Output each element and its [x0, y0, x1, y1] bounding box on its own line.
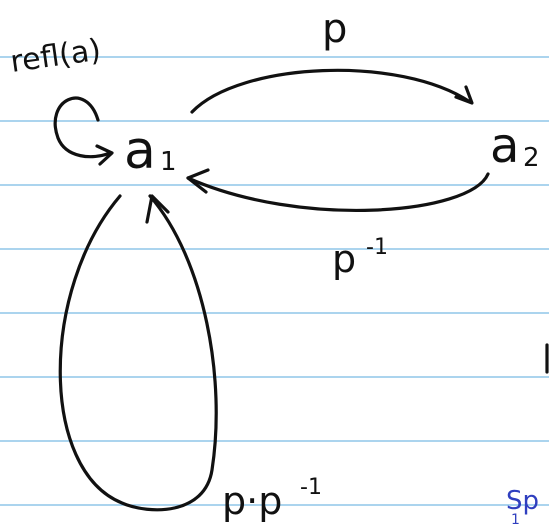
label-p-inverse-base: p: [332, 237, 356, 281]
margin-note: Sp 1: [506, 486, 539, 527]
edge-refl-loop: [53, 96, 114, 166]
loop-arrowhead: [145, 194, 170, 224]
node-a2: a 2: [490, 118, 540, 174]
loop-arc: [58, 194, 218, 512]
node-a1-label: a: [124, 121, 156, 181]
label-p-inverse: p -1: [332, 235, 388, 281]
refl-loop-arrowhead: [95, 144, 114, 166]
edge-loop: [58, 194, 218, 512]
margin-note-text: Sp: [506, 486, 539, 516]
label-refl: refl(a): [8, 33, 103, 80]
edge-p: [190, 68, 474, 114]
edge-p-inverse-arc: [186, 172, 490, 212]
edge-p-inverse: [186, 168, 490, 212]
edge-p-arc: [190, 68, 472, 114]
label-loop: p·p -1: [222, 475, 322, 523]
label-loop-base: p·p: [222, 479, 282, 523]
node-a2-subscript: 2: [523, 143, 540, 173]
label-p: p: [322, 6, 347, 52]
node-a1: a 1: [124, 121, 177, 181]
margin-note-subscript: 1: [511, 512, 520, 527]
ruled-lines: [0, 56, 549, 506]
node-a1-subscript: 1: [160, 147, 177, 177]
label-p-inverse-superscript: -1: [366, 235, 388, 260]
edge-p-inverse-arrowhead: [186, 168, 210, 194]
edge-p-arrowhead: [454, 85, 474, 105]
refl-loop-arc: [53, 96, 112, 159]
label-loop-superscript: -1: [300, 475, 322, 500]
node-a2-label: a: [490, 118, 519, 174]
